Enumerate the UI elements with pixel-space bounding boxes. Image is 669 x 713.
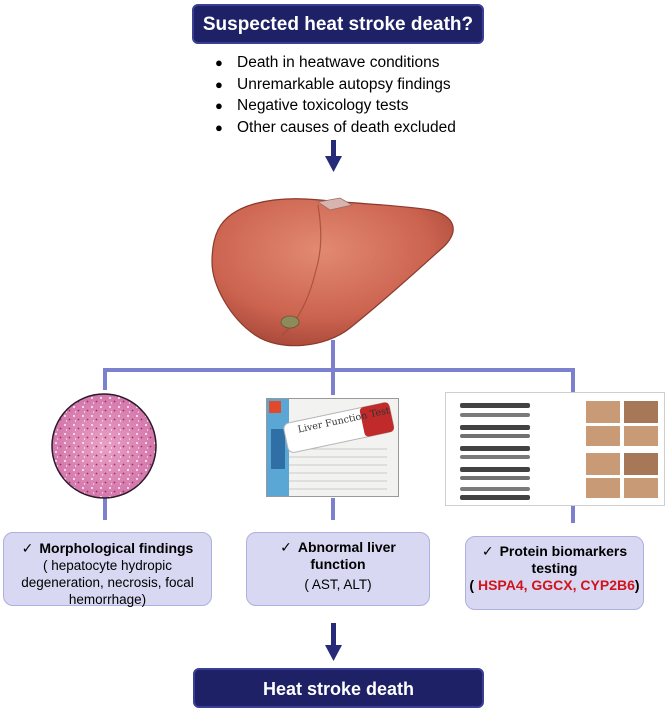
lab-test-graphic (267, 399, 398, 496)
check-icon: ✓ (21, 540, 34, 556)
protein-markers: HSPA4, GGCX, CYP2B6 (477, 577, 635, 593)
morphological-detail-line: hemorrhage) (68, 592, 147, 607)
suspected-heat-stroke-title: Suspected heat stroke death? (192, 4, 484, 44)
liver-function-heading: ✓ Abnormal liver (247, 539, 429, 556)
criteria-item: Negative toxicology tests (215, 95, 456, 117)
paren-open: ( (469, 577, 478, 593)
morphological-findings-box: ✓ Morphological findings ( hepatocyte hyd… (3, 532, 212, 607)
liver-function-heading-line: function (310, 556, 366, 572)
paren-close: ) (634, 577, 640, 593)
morphological-heading: ✓ Morphological findings (4, 540, 211, 557)
morphological-detail-line: ( hepatocyte hydropic (42, 558, 173, 573)
western-blot-and-ihc-panels (445, 392, 665, 506)
liver-function-heading-line: Abnormal liver (297, 539, 396, 555)
criteria-item: Unremarkable autopsy findings (215, 74, 456, 96)
down-arrow-top (325, 140, 342, 172)
liver-function-test-photo: Liver Function Test (266, 398, 399, 497)
heat-stroke-death-title: Heat stroke death (193, 668, 484, 708)
protein-heading-line: Protein biomarkers (499, 543, 628, 559)
branch-connector (103, 340, 575, 523)
protein-biomarkers-box: ✓ Protein biomarkers testing ( HSPA4, GGC… (465, 536, 644, 610)
criteria-item: Death in heatwave conditions (215, 52, 456, 74)
morphological-heading-text: Morphological findings (39, 540, 194, 556)
protein-heading: ✓ Protein biomarkers (466, 543, 643, 560)
criteria-list: Death in heatwave conditions Unremarkabl… (215, 52, 456, 138)
criteria-item: Other causes of death excluded (215, 117, 456, 139)
check-icon: ✓ (481, 543, 494, 559)
protein-markers-line: ( HSPA4, GGCX, CYP2B6) (466, 577, 643, 594)
protein-heading-line: testing (531, 560, 578, 576)
check-icon: ✓ (280, 539, 292, 555)
blot-graphic (460, 401, 658, 500)
liver-function-box: ✓ Abnormal liver function ( AST, ALT) (246, 532, 430, 606)
morphological-detail-line: degeneration, necrosis, focal (21, 575, 194, 590)
liver-function-detail: ( AST, ALT) (304, 577, 372, 592)
down-arrow-bottom (325, 623, 342, 661)
